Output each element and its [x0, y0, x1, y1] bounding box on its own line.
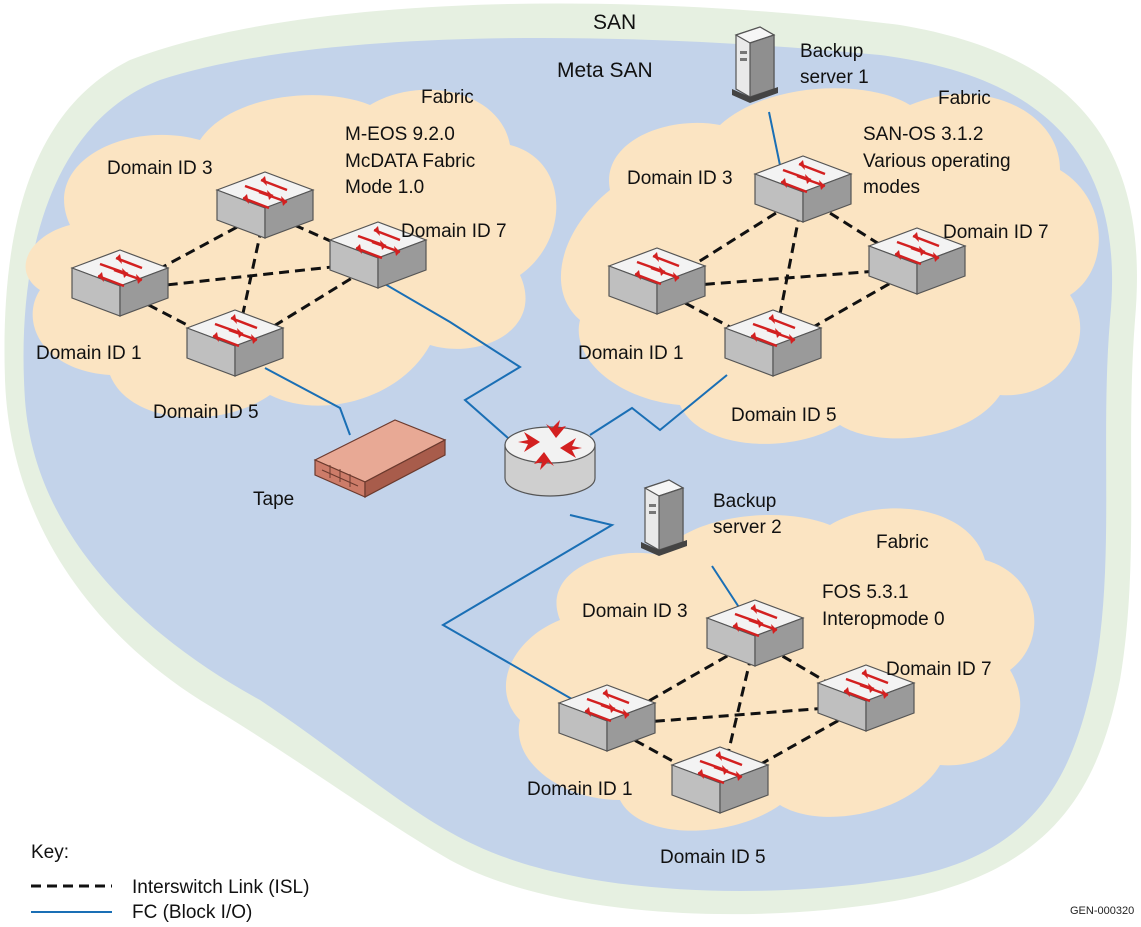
fabric-cloud-3	[505, 508, 1035, 831]
fabric-3-info-line-2: Interopmode 0	[822, 609, 945, 630]
meta-san-label: Meta SAN	[557, 59, 653, 82]
fabric-2-domain-7-label: Domain ID 7	[943, 222, 1049, 243]
fabric-1-info-line-2: McDATA Fabric	[345, 151, 475, 172]
fabric-1-domain-1-label: Domain ID 1	[36, 343, 142, 364]
fabric-1-domain-5-label: Domain ID 5	[153, 402, 259, 423]
san-label: SAN	[593, 11, 636, 34]
fabric-1-heading: Fabric	[421, 87, 474, 108]
backup-server-2-label-line-1: Backup	[713, 491, 776, 512]
fabric-2-domain-3-label: Domain ID 3	[627, 168, 733, 189]
fabric-3-heading: Fabric	[876, 532, 929, 553]
fabric-3-domain-5-label: Domain ID 5	[660, 847, 766, 868]
fabric-3-domain-3-label: Domain ID 3	[582, 601, 688, 622]
fabric-3-domain-1-label: Domain ID 1	[527, 779, 633, 800]
tape-label: Tape	[253, 489, 294, 510]
document-id: GEN-000320	[1070, 905, 1134, 917]
key-legend: Key: Interswitch Link (ISL) FC (Block I/…	[31, 842, 309, 923]
fabric-2-info-line-3: modes	[863, 177, 920, 198]
fabric-2-info-line-1: SAN-OS 3.1.2	[863, 124, 983, 145]
isl-key-label: Interswitch Link (ISL)	[132, 877, 309, 898]
fabric-2-domain-5-label: Domain ID 5	[731, 405, 837, 426]
fabric-1-info-line-3: Mode 1.0	[345, 177, 424, 198]
tape-device-icon[interactable]	[313, 419, 447, 498]
fabric-3-domain-7-label: Domain ID 7	[886, 659, 992, 680]
fabric-2-info-line-2: Various operating	[863, 151, 1011, 172]
router-icon[interactable]	[504, 420, 596, 497]
backup-server-1-label-line-2: server 1	[800, 67, 869, 88]
backup-server-1-label-line-1: Backup	[800, 41, 863, 62]
fabric-2-heading: Fabric	[938, 88, 991, 109]
fabric-3-info-line-1: FOS 5.3.1	[822, 582, 909, 603]
backup-server-2-label-line-2: server 2	[713, 517, 782, 538]
fabric-1-info-line-1: M-EOS 9.2.0	[345, 124, 455, 145]
key-title: Key:	[31, 842, 69, 863]
fabric-cloud-1	[25, 89, 557, 418]
fabric-cloud-2	[560, 88, 1099, 444]
fabric-1-domain-7-label: Domain ID 7	[401, 221, 507, 242]
fabric-1-domain-3-label: Domain ID 3	[107, 158, 213, 179]
fabric-2-domain-1-label: Domain ID 1	[578, 343, 684, 364]
fc-key-label: FC (Block I/O)	[132, 902, 252, 923]
